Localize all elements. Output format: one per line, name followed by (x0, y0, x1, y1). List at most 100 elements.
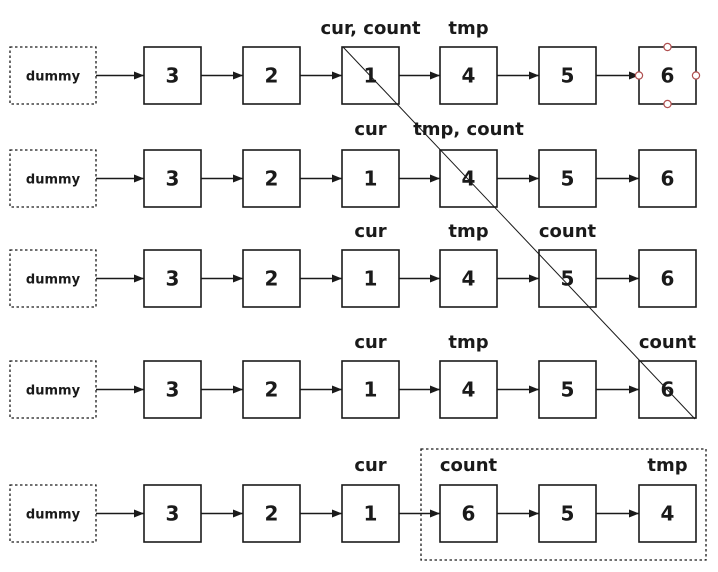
node-box (143, 249, 202, 308)
pointer-label: count (539, 221, 597, 242)
node-value: 1 (364, 502, 378, 526)
node-value: 4 (661, 502, 675, 526)
list-node: 2 (242, 484, 301, 543)
node-value: 3 (166, 378, 180, 402)
node-value: 3 (166, 64, 180, 88)
node-box (341, 149, 400, 208)
node-box (143, 149, 202, 208)
node-value: 2 (265, 64, 279, 88)
pointer-label: cur (354, 332, 386, 353)
list-node: 5 (538, 484, 597, 543)
pointer-label: tmp (647, 455, 687, 476)
node-box (538, 149, 597, 208)
node-value: 5 (561, 267, 575, 291)
list-node: 6 (638, 249, 697, 308)
list-node: 1 (341, 360, 400, 419)
overlay-layer (342, 42, 701, 420)
selection-handle[interactable] (634, 71, 644, 80)
list-node: 3 (143, 484, 202, 543)
node-value: 3 (166, 167, 180, 191)
list-node: 2 (242, 46, 301, 105)
node-box (143, 46, 202, 105)
pointer-label: count (440, 455, 498, 476)
node-box (242, 149, 301, 208)
dummy-label: dummy (26, 384, 81, 399)
node-value: 6 (661, 167, 675, 191)
list-node: 5 (538, 360, 597, 419)
selection-handle[interactable] (663, 99, 672, 109)
node-value: 2 (265, 502, 279, 526)
list-node: 5 (538, 149, 597, 208)
dummy-label: dummy (26, 70, 81, 85)
dummy-node: dummy (9, 149, 97, 208)
list-node: 1 (341, 149, 400, 208)
list-node: 1 (341, 484, 400, 543)
node-box (341, 360, 400, 419)
list-node: 1 (341, 249, 400, 308)
dummy-node: dummy (9, 360, 97, 419)
node-value: 6 (661, 64, 675, 88)
pointer-label: cur (354, 455, 386, 476)
node-value: 3 (166, 502, 180, 526)
selection-handle[interactable] (691, 71, 701, 80)
pointer-label: count (639, 332, 697, 353)
node-value: 4 (462, 267, 476, 291)
node-value: 5 (561, 502, 575, 526)
node-value: 3 (166, 267, 180, 291)
list-node: 2 (242, 249, 301, 308)
node-value: 1 (364, 267, 378, 291)
list-node: 6 (638, 149, 697, 208)
list-node: 3 (143, 149, 202, 208)
node-box (242, 46, 301, 105)
list-node: 3 (143, 249, 202, 308)
node-box (439, 484, 498, 543)
node-value: 4 (462, 167, 476, 191)
dummy-box (9, 46, 97, 105)
pointer-label: tmp, count (413, 119, 524, 140)
node-box (439, 46, 498, 105)
dummy-node: dummy (9, 46, 97, 105)
dummy-box (9, 484, 97, 543)
list-node: 5 (538, 249, 597, 308)
dummy-node: dummy (9, 249, 97, 308)
dummy-node: dummy (9, 484, 97, 543)
node-value: 5 (561, 64, 575, 88)
list-node: 4 (439, 249, 498, 308)
dummy-box (9, 249, 97, 308)
list-node: 3 (143, 46, 202, 105)
list-node: 2 (242, 149, 301, 208)
selection-handle[interactable] (663, 42, 672, 52)
node-box (538, 484, 597, 543)
list-node: 4 (439, 360, 498, 419)
list-node: 2 (242, 360, 301, 419)
dummy-box (9, 360, 97, 419)
node-box (638, 149, 697, 208)
node-box (638, 249, 697, 308)
count-movement-line (342, 46, 696, 420)
reversed-segment-box (420, 448, 707, 561)
node-box (439, 249, 498, 308)
dummy-box (9, 149, 97, 208)
node-value: 1 (364, 167, 378, 191)
row-3: dummy 3 2 1 4 5 6 cur tmp count (9, 221, 697, 308)
pointer-label: tmp (448, 221, 488, 242)
node-box (538, 46, 597, 105)
node-box (439, 360, 498, 419)
pointer-label: cur (354, 221, 386, 242)
node-box (242, 360, 301, 419)
node-value: 5 (561, 167, 575, 191)
grouped-segment-layer (420, 448, 707, 561)
node-value: 6 (462, 502, 476, 526)
list-node: 6 (439, 484, 498, 543)
node-value: 2 (265, 378, 279, 402)
pointer-label: tmp (448, 18, 488, 39)
node-box (638, 484, 697, 543)
pointer-label: tmp (448, 332, 488, 353)
dummy-label: dummy (26, 508, 81, 523)
node-box (143, 360, 202, 419)
pointer-label: cur (354, 119, 386, 140)
pointer-label: cur, count (320, 18, 420, 39)
dummy-label: dummy (26, 173, 81, 188)
